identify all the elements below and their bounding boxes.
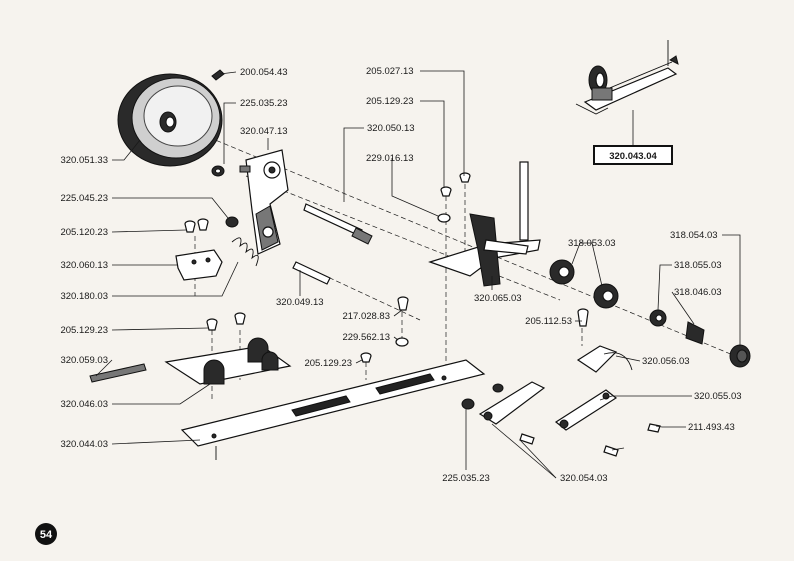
label-320-044-03: 320.044.03 <box>60 439 108 450</box>
label-320-046-03: 320.046.03 <box>60 399 108 410</box>
label-320-051-33: 320.051.33 <box>60 155 108 166</box>
label-318-054-03: 318.054.03 <box>670 230 718 241</box>
label-320-050-13: 320.050.13 <box>367 123 415 134</box>
washer-225-045-part <box>225 216 239 228</box>
page-number: 54 <box>40 529 53 541</box>
spring-clip-320-056-part <box>576 345 633 373</box>
assembly-ref-label: 320.043.04 <box>609 151 657 162</box>
shaft-320-050-part <box>303 203 373 245</box>
label-205-112-53: 205.112.53 <box>525 316 572 327</box>
label-320-060-13: 320.060.13 <box>60 260 108 271</box>
label-205-129-23-lower: 205.129.23 <box>60 325 108 336</box>
nut-225-035-part <box>211 165 225 177</box>
label-205-129-23-mid: 205.129.23 <box>304 358 352 369</box>
label-320-047-13: 320.047.13 <box>240 126 288 137</box>
assembly-ref-box <box>593 145 673 165</box>
label-229-016-13: 229.016.13 <box>366 153 414 164</box>
washer-229-016-part <box>437 213 451 223</box>
leader-lines <box>95 70 741 479</box>
pin-320-049-part <box>292 261 331 285</box>
label-225-035-23-bottom: 225.035.23 <box>442 473 490 484</box>
label-211-493-43: 211.493.43 <box>688 422 735 433</box>
knob-318-054-part <box>729 344 751 368</box>
label-320-065-03: 320.065.03 <box>474 293 522 304</box>
label-225-045-23: 225.045.23 <box>60 193 108 204</box>
label-318-046-03: 318.046.03 <box>674 287 722 298</box>
flywheel-part <box>117 73 223 167</box>
screw-205-112-part <box>577 308 589 327</box>
bracket-part <box>239 149 289 255</box>
label-320-056-03: 320.056.03 <box>642 356 690 367</box>
rod-320-059-part <box>89 363 147 383</box>
spring-320-180-part <box>231 237 259 267</box>
label-205-120-23: 205.120.23 <box>60 227 108 238</box>
pulley-318-053-part <box>549 259 575 285</box>
nuts-225-035-lower-part <box>461 383 504 410</box>
post-bracket-part <box>428 161 541 287</box>
label-320-049-13: 320.049.13 <box>276 297 324 308</box>
page-number-badge: 54 <box>35 523 57 545</box>
lever-320-054-part <box>478 381 546 425</box>
base-plate-320-046-part <box>164 337 292 385</box>
label-320-059-03: 320.059.03 <box>60 355 108 366</box>
spring-318-046-part <box>685 321 705 345</box>
label-320-180-03: 320.180.03 <box>60 291 108 302</box>
lever-320-055-part <box>554 389 618 431</box>
pulley-second-part <box>593 283 619 309</box>
part-number-labels: 200.054.43 225.035.23 320.047.13 320.051… <box>60 66 741 484</box>
label-205-027-13: 205.027.13 <box>366 66 414 77</box>
set-screw-part <box>211 69 225 81</box>
screw-205-129-mid-part <box>360 352 372 363</box>
label-320-055-03: 320.055.03 <box>694 391 742 402</box>
washer-229-562-part <box>395 337 409 347</box>
screws-205-027-part <box>440 172 471 197</box>
assembly-overview-drawing <box>575 40 679 115</box>
label-318-053-03: 318.053.03 <box>568 238 616 249</box>
plate-320-060-part <box>175 249 223 281</box>
screws-205-120-part <box>184 218 209 233</box>
spacer-318-055-part <box>649 309 667 327</box>
label-318-055-03: 318.055.03 <box>674 260 722 271</box>
label-229-562-13: 229.562.13 <box>342 332 390 343</box>
label-225-035-23-top: 225.035.23 <box>240 98 288 109</box>
label-217-028-83: 217.028.83 <box>342 311 390 322</box>
screw-217-028-part <box>397 296 409 311</box>
screws-lower-part <box>519 423 661 457</box>
label-320-054-03: 320.054.03 <box>560 473 608 484</box>
screws-205-129-lower-part <box>206 312 246 331</box>
label-205-129-23-top: 205.129.23 <box>366 96 414 107</box>
label-200-054-43: 200.054.43 <box>240 67 288 78</box>
